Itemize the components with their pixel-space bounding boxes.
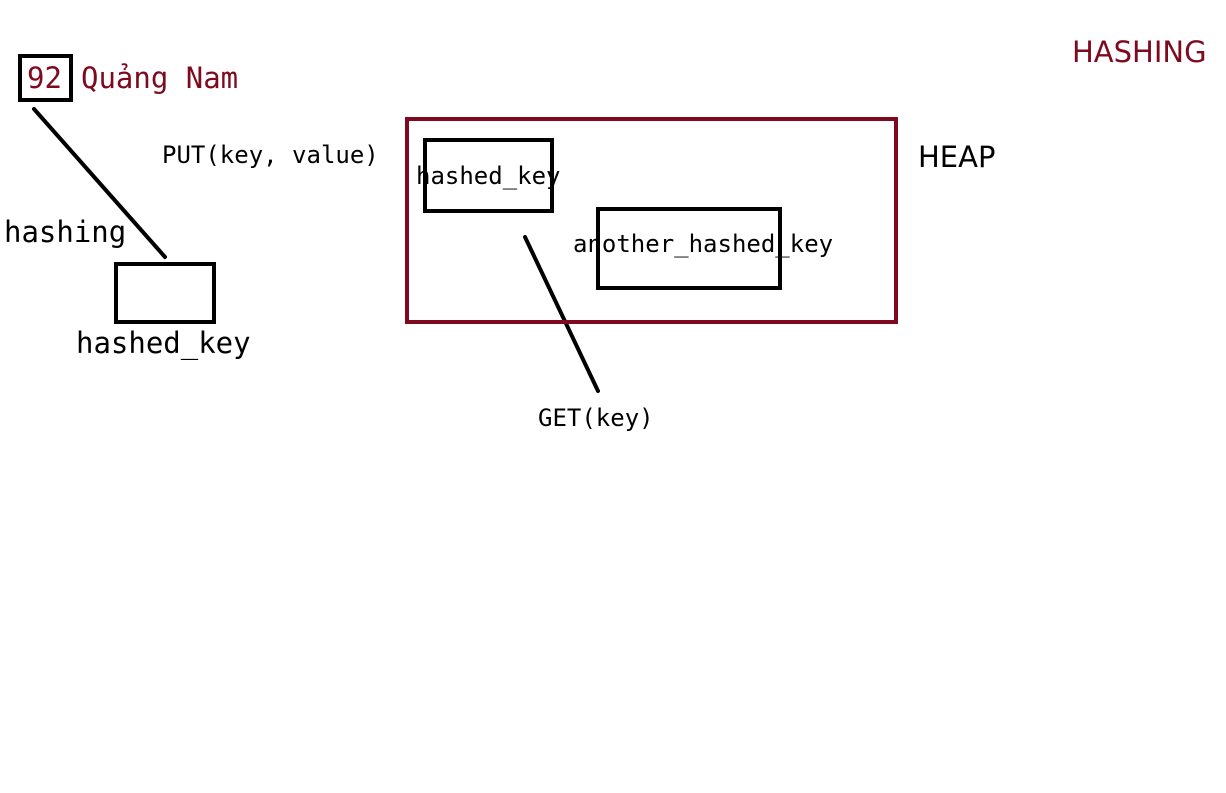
heap-hashed-key-label: hashed_key xyxy=(416,162,561,190)
another-hashed-key-box xyxy=(596,207,782,290)
key-box xyxy=(18,54,73,102)
hashed-key-box xyxy=(114,262,216,324)
heap-hashed-key-box xyxy=(423,138,554,213)
put-label: PUT(key, value) xyxy=(162,141,379,169)
get-connector-line xyxy=(523,235,600,393)
heap-container xyxy=(405,117,898,324)
hashed-key-label: hashed_key xyxy=(76,326,251,360)
hashing-label: hashing xyxy=(4,215,127,249)
get-label: GET(key) xyxy=(538,404,654,432)
heap-label: HEAP xyxy=(918,140,996,174)
diagram-title: HASHING xyxy=(1072,35,1207,69)
another-hashed-key-label: another_hashed_key xyxy=(573,230,834,258)
key-name: Quảng Nam xyxy=(81,61,239,95)
hashing-connector-line xyxy=(32,107,167,259)
key-number: 92 xyxy=(27,61,62,95)
